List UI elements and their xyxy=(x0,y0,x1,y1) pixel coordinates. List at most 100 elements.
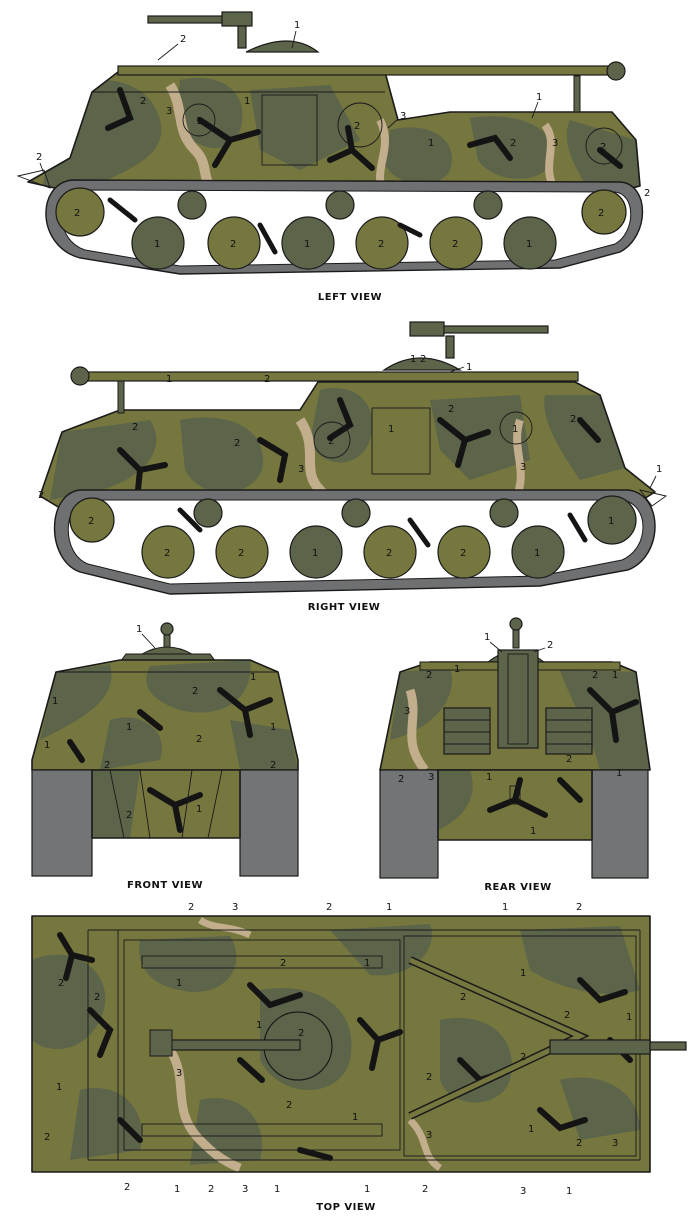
rear-view: 1 2 2 1 2 1 3 3 2 1 2 1 1 REAR VIEW xyxy=(379,617,651,893)
callout: 3 xyxy=(298,464,304,475)
callout: 1 xyxy=(174,1184,180,1195)
callout: 2 xyxy=(378,239,384,250)
front-antenna-mount xyxy=(119,622,217,663)
callout: 2 xyxy=(598,208,604,219)
callout: 1 xyxy=(454,664,460,675)
callout: 1 xyxy=(502,902,508,913)
top-view-callouts: 2 3 2 1 1 2 2 2 2 1 1 2 1 2 1 2 1 3 2 2 … xyxy=(44,902,632,1197)
callout: 3 xyxy=(428,772,434,783)
right-view-caption: RIGHT VIEW xyxy=(308,602,381,613)
callout: 1 xyxy=(44,740,50,751)
front-view-callouts: 1 1 2 1 1 2 1 1 2 2 2 1 xyxy=(44,624,276,821)
callout: 2 xyxy=(326,902,332,913)
callout: 2 xyxy=(328,436,334,447)
callout: 3 xyxy=(552,138,558,149)
callout: 1 xyxy=(512,424,518,435)
callout: 2 xyxy=(230,239,236,250)
callout: 2 xyxy=(576,902,582,913)
callout: 2 xyxy=(132,422,138,433)
callout: 2 xyxy=(38,490,44,501)
callout: 3 xyxy=(612,1138,618,1149)
callout: 2 xyxy=(448,404,454,415)
callout: 3 xyxy=(426,1130,432,1141)
callout: 2 xyxy=(600,142,606,153)
callout: 2 xyxy=(36,152,42,163)
callout: 2 xyxy=(208,1184,214,1195)
callout: 1 xyxy=(530,826,536,837)
top-view: 2 3 2 1 1 2 2 2 2 1 1 2 1 2 1 2 1 3 2 2 … xyxy=(31,902,687,1213)
right-machine-gun xyxy=(382,321,549,371)
callout: 1 xyxy=(486,772,492,783)
callout: 1 xyxy=(56,1082,62,1093)
callout: 2 xyxy=(104,760,110,771)
callout: 2 xyxy=(188,902,194,913)
callout: 2 xyxy=(124,1182,130,1193)
callout: 2 xyxy=(452,239,458,250)
callout: 1 xyxy=(608,516,614,527)
callout: 3 xyxy=(166,106,172,117)
rear-stowage-boxes xyxy=(443,649,593,755)
left-view: 1 2 3 1 2 2 2 1 3 1 2 2 1 2 3 2 1 2 1 2 … xyxy=(16,11,650,303)
callout: 1 xyxy=(616,768,622,779)
callout: 1 xyxy=(312,548,318,559)
callout: 2 xyxy=(426,1072,432,1083)
callout: 2 xyxy=(644,188,650,199)
right-view-callouts: 1 1 2 1 2 1 2 2 2 3 2 1 2 1 3 2 2 2 2 1 … xyxy=(38,354,662,559)
left-machine-gun xyxy=(147,11,320,53)
callout: 1 xyxy=(626,1012,632,1023)
callout: 3 xyxy=(520,1186,526,1197)
callout: 1 xyxy=(520,968,526,979)
top-turret-ring xyxy=(149,1011,333,1081)
callout: 1 xyxy=(256,1020,262,1031)
callout: 2 xyxy=(398,774,404,785)
rear-view-callouts: 1 2 2 1 2 1 3 3 2 1 2 1 1 xyxy=(398,632,622,837)
callout: 2 xyxy=(426,670,432,681)
callout: 1 xyxy=(364,1184,370,1195)
callout: 3 xyxy=(520,462,526,473)
callout: 2 xyxy=(547,640,553,651)
callout: 2 xyxy=(126,810,132,821)
callout: 1 xyxy=(526,239,532,250)
callout: 1 xyxy=(388,424,394,435)
left-view-callouts: 1 2 3 1 2 2 2 1 3 1 2 2 1 2 3 2 1 2 1 2 … xyxy=(36,20,650,250)
callout: 3 xyxy=(176,1068,182,1079)
callout: 2 xyxy=(140,96,146,107)
callout: 2 xyxy=(592,670,598,681)
callout: 3 xyxy=(400,111,406,122)
callout: 1 xyxy=(304,239,310,250)
left-road-wheels xyxy=(55,187,627,270)
callout: 2 xyxy=(576,1138,582,1149)
right-view: 1 1 2 1 2 1 2 2 2 3 2 1 2 1 3 2 2 2 2 1 … xyxy=(38,321,668,613)
callout: 2 xyxy=(520,1052,526,1063)
left-view-caption: LEFT VIEW xyxy=(318,292,382,303)
callout: 2 xyxy=(58,978,64,989)
front-view: 1 1 2 1 1 2 1 1 2 2 2 1 FRONT VIEW xyxy=(31,622,299,891)
callout: 1 xyxy=(154,239,160,250)
callout: 1 xyxy=(566,1186,572,1197)
callout: 3 xyxy=(232,902,238,913)
callout: 1 xyxy=(410,354,416,365)
callout: 1 xyxy=(270,722,276,733)
right-track-assembly xyxy=(53,489,656,595)
callout: 2 xyxy=(420,354,426,365)
callout: 3 xyxy=(404,706,410,717)
callout: 1 xyxy=(364,958,370,969)
callout: 1 xyxy=(528,1124,534,1135)
callout: 1 xyxy=(250,672,256,683)
callout: 1 xyxy=(536,92,542,103)
callout: 2 xyxy=(234,438,240,449)
callout: 2 xyxy=(196,734,202,745)
left-track-assembly xyxy=(45,179,644,275)
callout: 1 xyxy=(656,464,662,475)
callout: 2 xyxy=(570,414,576,425)
callout: 1 xyxy=(466,362,472,373)
callout: 2 xyxy=(564,1010,570,1021)
callout: 2 xyxy=(460,548,466,559)
callout: 2 xyxy=(74,208,80,219)
rear-view-caption: REAR VIEW xyxy=(484,882,551,893)
callout: 2 xyxy=(88,516,94,527)
callout: 1 xyxy=(352,1112,358,1123)
callout: 1 xyxy=(196,804,202,815)
callout: 1 xyxy=(244,96,250,107)
callout: 1 xyxy=(294,20,300,31)
